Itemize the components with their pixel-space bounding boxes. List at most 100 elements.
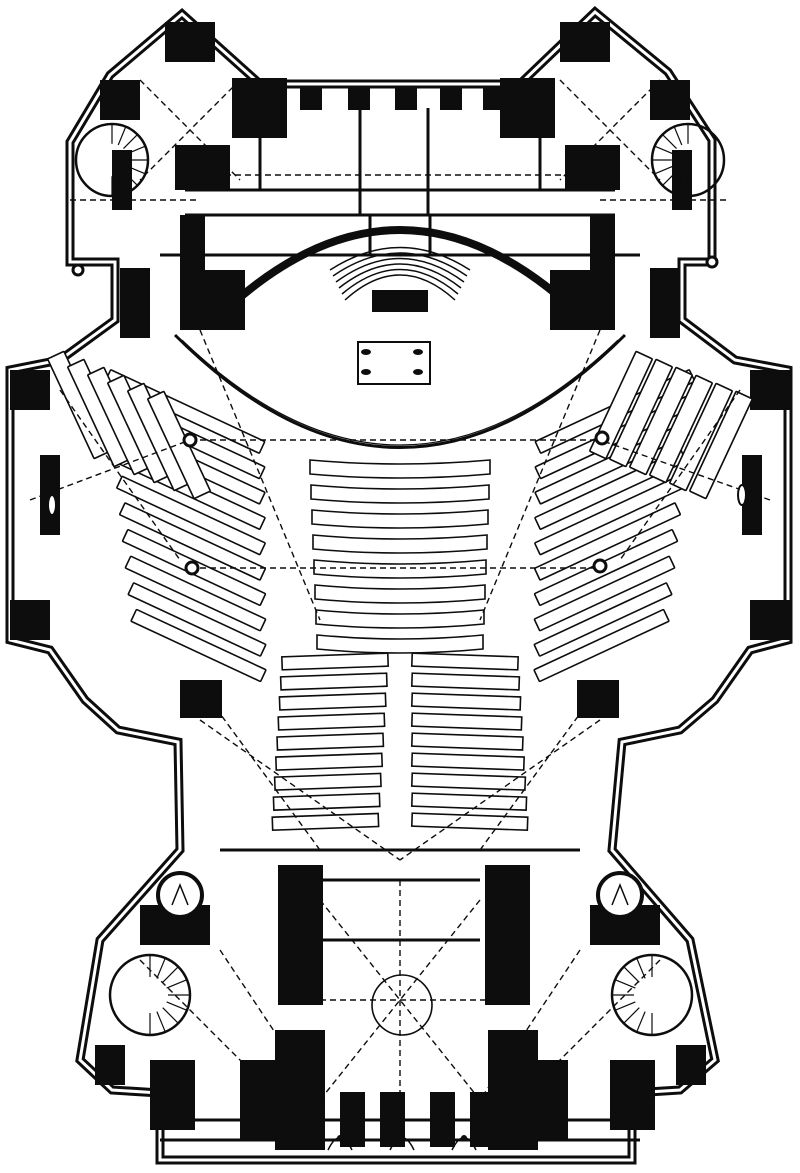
- pier-block: [395, 86, 417, 110]
- nave-center-pew: [310, 484, 490, 504]
- stair-top-right: [673, 174, 683, 194]
- left-wing-pew: [124, 555, 267, 632]
- stair-bottom-left: [162, 1007, 179, 1024]
- pier-block: [500, 78, 555, 138]
- column: [705, 255, 719, 269]
- pier-block: [150, 1060, 195, 1130]
- communion-table: [357, 341, 431, 385]
- pier-block: [590, 215, 615, 330]
- stair-top-right: [662, 134, 677, 149]
- pier-block: [610, 1060, 655, 1130]
- stair-bottom-left: [156, 957, 166, 979]
- nave-right-pew: [410, 652, 520, 671]
- vault-line: [29, 439, 191, 501]
- table-leg: [361, 369, 371, 375]
- door-handle: [337, 1135, 343, 1141]
- vault-line: [399, 719, 601, 861]
- pier-block: [300, 86, 322, 110]
- detail-group: [47, 122, 747, 1151]
- pier-block: [528, 1060, 568, 1140]
- vault-line: [139, 79, 241, 181]
- nave-left-pew: [276, 732, 385, 751]
- pier-block: [278, 865, 323, 1005]
- vault-line: [479, 699, 591, 851]
- vault-line-group: [29, 79, 771, 1140]
- column: [182, 432, 198, 448]
- narthex-vault-circle: [371, 974, 433, 1036]
- left-wing-pew: [116, 475, 266, 556]
- nave-right-pew: [410, 712, 523, 731]
- pier-block: [672, 150, 692, 210]
- pier-block: [650, 268, 680, 338]
- stair-bottom-left: [166, 1001, 188, 1011]
- altar-step: [332, 252, 468, 277]
- pier-block: [180, 215, 205, 330]
- column: [71, 263, 85, 277]
- stair-bottom-right: [614, 979, 636, 989]
- stair-bottom-left: [162, 966, 179, 983]
- nave-left-pew: [273, 772, 382, 791]
- pier-block: [440, 86, 462, 110]
- right-chapel-pew: [689, 390, 753, 500]
- side-window: [737, 484, 747, 506]
- stair-bottom-left: [166, 979, 188, 989]
- nave-center-pew: [314, 584, 486, 604]
- pier-block: [565, 145, 620, 190]
- stair-top-right: [654, 165, 674, 175]
- spiral-stair: [596, 871, 644, 919]
- nave-center-pew: [309, 459, 491, 479]
- nave-left-pew: [271, 812, 380, 832]
- altar-step: [338, 263, 462, 289]
- vault-line: [479, 949, 581, 1101]
- right-chapel-pew: [629, 366, 693, 476]
- pier-block: [485, 865, 530, 1005]
- pier-block: [95, 1045, 125, 1085]
- stair-top-right: [662, 171, 677, 186]
- column: [592, 558, 608, 574]
- table-leg: [413, 349, 423, 355]
- vault-line: [139, 959, 271, 1091]
- pier-block: [750, 370, 790, 410]
- pier-block: [10, 600, 50, 640]
- right-wing-pew: [533, 582, 673, 657]
- right-wing-pew: [533, 555, 676, 632]
- pier-block: [10, 370, 50, 410]
- pier-block: [676, 1045, 706, 1085]
- stair-top-right-wall: [650, 122, 726, 198]
- pier-block: [175, 145, 230, 190]
- stair-bottom-right: [623, 1007, 640, 1024]
- stair-bottom-right: [636, 1011, 646, 1033]
- nave-right-pew: [410, 752, 526, 771]
- stair-top-left: [126, 165, 146, 175]
- vault-line: [219, 949, 321, 1101]
- pier-block: [650, 80, 690, 120]
- stair-top-left: [117, 126, 127, 146]
- table-leg: [413, 369, 423, 375]
- vault-line: [479, 329, 601, 621]
- pier-block: [348, 86, 370, 110]
- right-wing-pew: [533, 608, 670, 683]
- left-wing-pew: [130, 608, 267, 683]
- platform-edge: [173, 333, 627, 449]
- pier-block: [240, 1060, 280, 1140]
- nave-left-pew: [277, 712, 386, 731]
- column: [594, 430, 610, 446]
- vault-line: [209, 699, 321, 851]
- outer-wall-inner-line: [8, 9, 790, 1162]
- left-wing-pew: [119, 502, 266, 581]
- nave-right-pew: [410, 692, 522, 711]
- pier-block: [100, 80, 140, 120]
- vault-line: [319, 899, 481, 1101]
- right-chapel-pew: [649, 374, 713, 484]
- stair-top-left: [126, 145, 146, 155]
- spiral-stair-mark: [171, 882, 189, 906]
- stair-bottom-right: [614, 1001, 636, 1011]
- column: [184, 560, 200, 576]
- pier-block: [750, 600, 790, 640]
- nave-right-pew: [410, 772, 527, 791]
- table-leg: [361, 349, 371, 355]
- stair-bottom-left: [156, 1011, 166, 1033]
- nave-left-pew: [278, 692, 387, 711]
- vault-line: [59, 389, 181, 561]
- pier-block: [560, 22, 610, 62]
